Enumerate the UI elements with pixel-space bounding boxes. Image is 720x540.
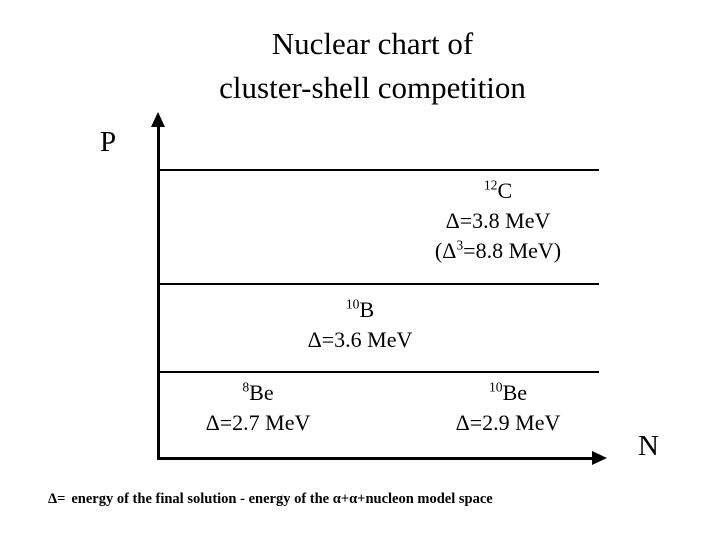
footnote-lead: Δ= — [48, 491, 66, 507]
delta3-value-c12: (Δ3=8.8 MeV) — [398, 236, 598, 266]
mass-number-c12: 12 — [483, 177, 498, 193]
element-symbol-be8: Be — [249, 380, 274, 405]
separator-line-middle — [158, 283, 599, 285]
x-axis-line — [157, 457, 597, 460]
page-title: Nuclear chart of cluster-shell competiti… — [60, 22, 685, 110]
title-line-2: cluster-shell competition — [219, 70, 526, 105]
nuclide-label-c12: 12C — [398, 176, 598, 206]
element-symbol-b10: B — [359, 297, 375, 322]
delta-value-b10: Δ=3.6 MeV — [307, 327, 413, 352]
x-axis-label: N — [638, 430, 659, 462]
separator-line-bottom — [158, 371, 599, 373]
delta-value-be8: Δ=2.7 MeV — [205, 410, 311, 435]
separator-line-top — [158, 169, 599, 171]
nuclide-block-c12: 12C Δ=3.8 MeV (Δ3=8.8 MeV) — [398, 176, 598, 266]
delta-value-c12: Δ=3.8 MeV — [445, 208, 551, 233]
nuclide-block-be8: 8Be Δ=2.7 MeV — [168, 378, 348, 438]
y-axis-line — [157, 124, 160, 460]
title-line-1: Nuclear chart of — [271, 26, 474, 61]
y-axis-label: P — [100, 126, 117, 158]
arrow-right-icon — [592, 451, 607, 465]
nuclide-label-be8: 8Be — [168, 378, 348, 408]
delta3-exponent-c12: 3 — [456, 237, 464, 253]
delta-value-be10: Δ=2.9 MeV — [455, 410, 561, 435]
nuclide-label-b10: 10B — [210, 295, 510, 325]
footnote: Δ= energy of the final solution - energy … — [48, 489, 493, 509]
nuclide-block-b10: 10B Δ=3.6 MeV — [210, 295, 510, 355]
mass-number-be8: 8 — [242, 379, 250, 395]
element-symbol-be10: Be — [502, 380, 528, 405]
mass-number-b10: 10 — [345, 296, 360, 312]
delta3-suffix-c12: =8.8 MeV) — [463, 238, 562, 263]
element-symbol-c12: C — [497, 178, 513, 203]
footnote-text: energy of the final solution - energy of… — [71, 491, 493, 507]
delta3-prefix-c12: (Δ — [434, 238, 457, 263]
arrow-up-icon — [151, 112, 165, 127]
mass-number-be10: 10 — [488, 379, 503, 395]
nuclide-label-be10: 10Be — [418, 378, 598, 408]
nuclide-block-be10: 10Be Δ=2.9 MeV — [418, 378, 598, 438]
